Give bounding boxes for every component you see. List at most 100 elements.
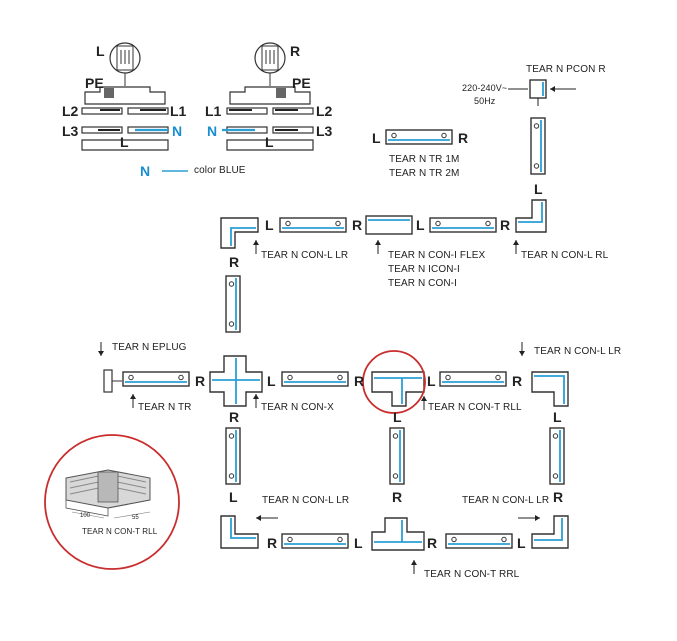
arrow-tr (129, 393, 137, 409)
top-track-1-r: R (352, 217, 363, 233)
n-key-text: color BLUE (194, 165, 246, 176)
bottom-track-1 (281, 533, 349, 549)
mid-track-2 (281, 371, 349, 387)
corner-top-left (220, 217, 259, 249)
con-rl-label: TEAR N CON-L RL (521, 250, 609, 261)
top-track-1 (279, 217, 347, 233)
flex-label-3: TEAR N CON-I (388, 278, 457, 289)
bottom-l-1: L (354, 535, 363, 551)
mid-track-3 (439, 371, 507, 387)
arrow-con-lr-right (518, 341, 526, 357)
arrow-con-rl (512, 239, 520, 255)
bottom-r-1: R (267, 535, 278, 551)
eplug (103, 369, 122, 393)
corner-top-left-r: R (229, 254, 240, 270)
below-t-l: L (393, 409, 402, 425)
sample-track-r: R (458, 130, 469, 146)
pe-label-right: PE (292, 75, 311, 91)
socket-legend-right (222, 42, 314, 151)
top-track-1-l: L (265, 217, 274, 233)
bottom-l-2: L (517, 535, 526, 551)
arrow-conx (252, 393, 260, 409)
mid-r-3: R (512, 373, 523, 389)
corner-top-right (515, 199, 547, 233)
l-bottom-right: L (265, 134, 274, 150)
highlight-circle (362, 350, 426, 414)
arrow-con-lr (252, 239, 260, 255)
bottom-left-l: L (229, 489, 238, 505)
l-bottom-left: L (120, 134, 129, 150)
sample-track-name-2: TEAR N TR 2M (389, 168, 460, 179)
top-track-2 (429, 217, 497, 233)
socket-legend-left (81, 42, 169, 151)
tr-label: TEAR N TR (138, 402, 192, 413)
sample-track-l: L (372, 130, 381, 146)
mid-vertical-track (389, 427, 405, 485)
con-lr-label-top: TEAR N CON-L LR (261, 250, 349, 261)
eplug-label: TEAR N EPLUG (112, 342, 187, 353)
con-lr-label-bottom-left: TEAR N CON-L LR (262, 495, 350, 506)
n-label-left: N (172, 123, 183, 139)
socket-right-tag: R (290, 43, 301, 59)
right-vert-l-label: L (534, 181, 543, 197)
l2-label-left: L2 (62, 103, 79, 119)
mid-l-1: L (267, 373, 276, 389)
corner-mid-right (531, 371, 569, 407)
inset-product-photo (44, 434, 180, 570)
inset-dim-1: 100 (80, 513, 91, 519)
l2-label-right: L2 (316, 103, 333, 119)
corner-bottom-right (531, 515, 569, 549)
n-key-label: N (140, 163, 151, 179)
flex-connector (365, 215, 413, 235)
con-lr-label-bottom-right: TEAR N CON-L LR (462, 495, 550, 506)
mid-r-1: R (195, 373, 206, 389)
mid-l-2: L (427, 373, 436, 389)
l3-label-right: L3 (316, 123, 333, 139)
pcon-r-feed (508, 79, 576, 106)
right-vertical-track-bottom (549, 427, 565, 485)
l3-label-left: L3 (62, 123, 79, 139)
left-vertical-track-bottom (225, 427, 241, 485)
top-track-2-r: R (500, 217, 511, 233)
inset-caption: TEAR N CON-T RLL (82, 527, 158, 536)
arrow-flex (374, 239, 382, 255)
inset-dim-2: 55 (132, 515, 139, 521)
right-corner-l: L (553, 409, 562, 425)
bottom-mid-r: R (392, 489, 403, 505)
arrow-cont-rrl (410, 559, 418, 575)
bottom-r-2: R (427, 535, 438, 551)
tee-connector-rll (371, 371, 425, 407)
sample-track (385, 129, 453, 145)
l1-label-right: L1 (205, 103, 222, 119)
l1-label-left: L1 (170, 103, 187, 119)
mid-r-2: R (354, 373, 365, 389)
top-track-2-l: L (416, 217, 425, 233)
corner-bottom-left (220, 515, 259, 549)
sample-track-name-1: TEAR N TR 1M (389, 154, 460, 165)
flex-label-2: TEAR N ICON-I (388, 264, 460, 275)
mid-track-1 (122, 371, 190, 387)
cross-connector (209, 355, 263, 407)
below-x-r: R (229, 409, 240, 425)
right-vertical-track-top (530, 117, 546, 175)
voltage-line-2: 50Hz (474, 96, 496, 106)
voltage-line-1: 220-240V~ (462, 83, 508, 93)
bottom-track-2 (445, 533, 513, 549)
socket-left-tag: L (96, 43, 105, 59)
arrow-eplug (97, 341, 105, 357)
cont-rll-label: TEAR N CON-T RLL (428, 402, 522, 413)
pcon-label: TEAR N PCON R (526, 64, 606, 75)
cont-rrl-label: TEAR N CON-T RRL (424, 569, 520, 580)
flex-label-1: TEAR N CON-I FLEX (388, 250, 486, 261)
bottom-right-r: R (553, 489, 564, 505)
conx-label: TEAR N CON-X (261, 402, 334, 413)
left-vertical-track-top (225, 275, 241, 333)
n-label-right: N (207, 123, 218, 139)
arrow-right-con-lr (518, 515, 540, 521)
con-lr-label-right: TEAR N CON-L LR (534, 346, 622, 357)
arrow-left-con-lr (256, 515, 278, 521)
pe-label-left: PE (85, 75, 104, 91)
arrow-cont-rll (420, 395, 428, 411)
tee-connector-rrl (371, 517, 425, 551)
